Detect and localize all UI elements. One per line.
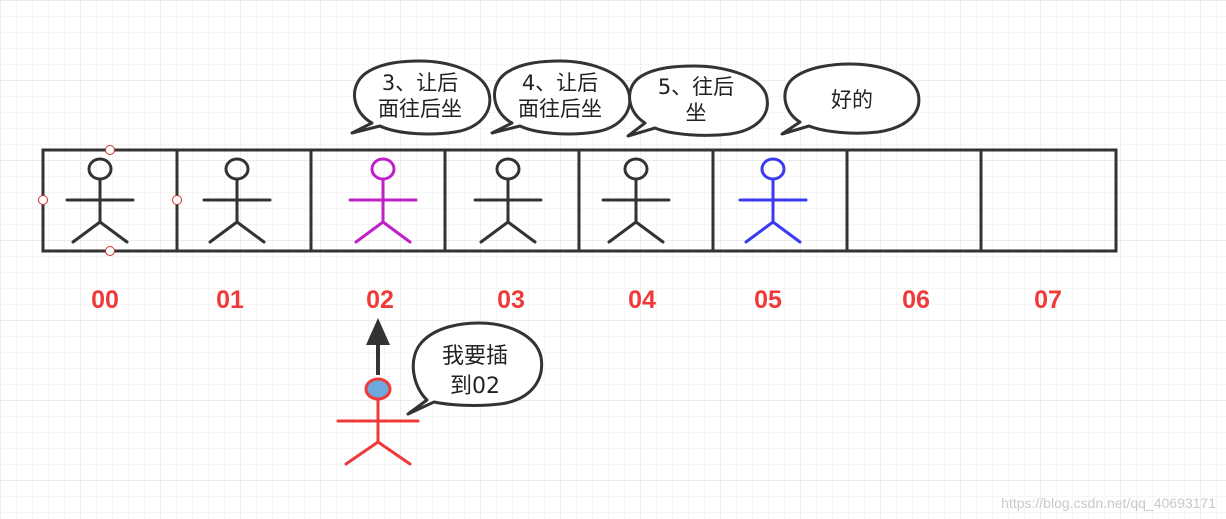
selection-handle-bottom[interactable] [105, 246, 115, 256]
bubble-text-line: 3、让后 [381, 71, 459, 95]
speech-bubbles [350, 59, 921, 416]
inserting-person-icon [336, 377, 420, 466]
selection-handle-top[interactable] [105, 145, 115, 155]
bubble-text-line: 面往后坐 [518, 97, 602, 121]
selection-handle-left[interactable] [38, 195, 48, 205]
bubble-text-insert: 我要插 到02 [415, 342, 535, 402]
watermark: https://blog.csdn.net/qq_40693171 [1001, 495, 1216, 511]
bubble-text-4: 4、让后 面往后坐 [500, 70, 620, 122]
bubble-text-line: 5、往后 [657, 75, 735, 99]
bubble-text-line: 到02 [450, 374, 500, 399]
person-icon [65, 157, 135, 244]
bubble-text-3: 3、让后 面往后坐 [360, 70, 480, 122]
bubble-text-5: 5、往后 坐 [636, 74, 756, 126]
person-icon [738, 157, 808, 244]
bubble-text-ok: 好的 [792, 87, 912, 113]
speech-bubble-5 [626, 64, 769, 138]
index-label-00: 00 [91, 286, 119, 314]
index-label-06: 06 [902, 286, 930, 314]
array-cell-06 [845, 148, 983, 253]
speech-bubble-insert [406, 321, 544, 416]
bubble-text-line: 我要插 [441, 344, 508, 369]
index-label-02: 02 [366, 286, 394, 314]
person-icon [473, 157, 543, 244]
array-cell-07 [979, 148, 1118, 253]
index-label-05: 05 [754, 286, 782, 314]
selection-handles[interactable] [38, 145, 182, 256]
person-icon [601, 157, 671, 244]
speech-bubble-4 [490, 59, 632, 136]
person-icon [348, 157, 418, 244]
bubble-text-line: 好的 [831, 88, 873, 112]
index-label-07: 07 [1034, 286, 1062, 314]
speech-bubble-3 [350, 59, 492, 136]
person-icon [202, 157, 272, 244]
index-label-04: 04 [628, 286, 656, 314]
selection-handle-right[interactable] [172, 195, 182, 205]
bubble-text-line: 面往后坐 [378, 97, 462, 121]
bubble-text-line: 坐 [685, 101, 707, 125]
bubble-text-line: 4、让后 [521, 71, 599, 95]
speech-bubble-ok [780, 62, 921, 136]
index-label-01: 01 [216, 286, 244, 314]
index-label-03: 03 [497, 286, 525, 314]
arrow-up-icon [366, 318, 390, 375]
